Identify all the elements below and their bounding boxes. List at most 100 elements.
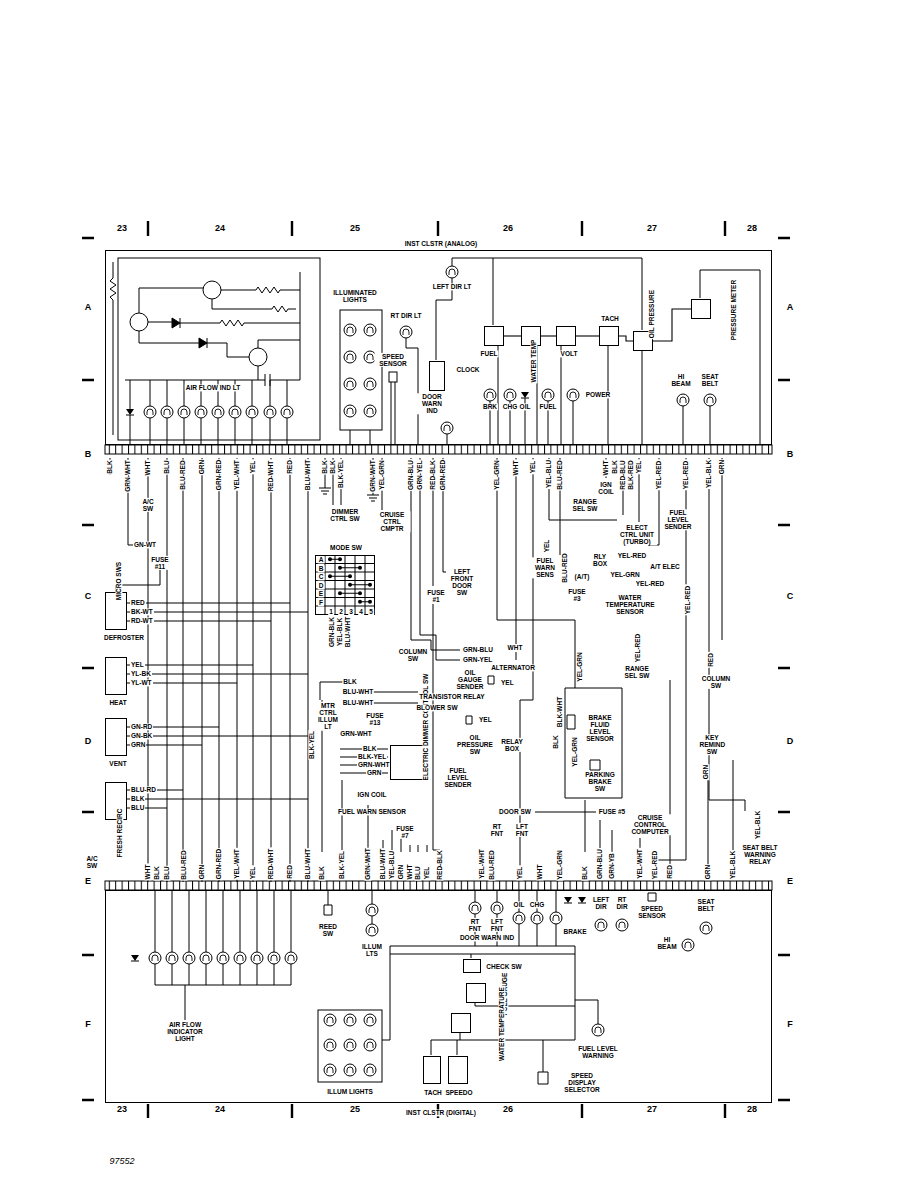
grid-reference: 23 [116,224,128,234]
component-label: BLK-YEL [357,753,387,760]
component-label: GRN-BLK [328,616,335,648]
mode-switch-contact [330,559,370,602]
component-label: SEAT BELT [697,373,724,387]
component-label: BLK-YEL [308,730,315,760]
wire-color-label: GRN [704,864,711,880]
bulb-symbol [217,952,229,964]
instrument-cluster: FUELWATER TEMPVOLTTACHOIL PRESSURECLOCKP… [105,250,772,445]
wire-color-label: BLU-RED [488,849,495,880]
dimmer-switch-box: ELECTRIC DIMMER CONTROL SW [390,745,425,780]
wire-color-label: YEL-GRN [493,459,500,490]
wire [319,458,745,881]
wire-color-label: GRN-BLU [407,459,414,491]
bulb-symbol [229,406,241,418]
component-label: YL-BK [130,670,152,677]
wire-color-label: RED [286,864,293,880]
instrument-cluster: CHECK SWFUEL GAUGEWATER TEMPERATURETACHS… [105,890,772,1103]
wire-color-label: BLU [414,865,421,880]
contact-dot [338,591,342,595]
wire-color-label: BLK [153,865,160,880]
circuit-outline [340,310,382,430]
wire-color-label: GRN [198,459,205,475]
component-label: RANGE SEL SW [569,498,601,512]
component-label: GN-BK [130,732,153,739]
table-cell: 4 [358,608,364,615]
component-label: BLU [130,804,145,811]
wire-color-label: YEL-BLU [388,850,395,880]
bulb-symbol [246,406,258,418]
bulb-symbol [183,952,195,964]
bulb-symbol [677,394,689,406]
wire-color-label: YEL [249,459,256,474]
bulb-symbol [616,919,628,931]
component-label: YEL-RED [617,552,648,559]
grid-reference: 24 [214,1105,226,1115]
component-label: YEL-BLK [754,810,761,840]
wire-color-label: GRN-RED [439,459,446,491]
component-name: SPEEDO [444,1089,473,1096]
diode-symbol [521,392,529,398]
component-name: HEAT [108,699,127,706]
bulb-symbol [366,904,378,916]
component-label: FUEL LEVEL SENDER [443,767,474,788]
table-cell: 3 [348,608,354,615]
bulb-symbol [281,406,293,418]
transistor-symbol [203,281,221,299]
wire [110,458,308,882]
table-cell: F [318,599,324,606]
grid-reference: B [84,450,93,460]
grid-reference: E [786,877,794,887]
bulb-symbol [446,266,458,278]
component-label: DOOR WARN IND [459,934,515,941]
contact-dot [358,566,362,570]
bulb-symbol [364,405,376,417]
grid-reference: 27 [646,224,658,234]
wire-color-label: YEL-GRN [556,849,563,880]
component-label: GRN [702,764,709,780]
circuit-wire [350,258,760,445]
bulb-symbol [592,1024,604,1036]
speed-sensor-symbol [389,372,397,382]
grid-reference: 25 [349,1105,361,1115]
bulb-symbol [234,952,246,964]
component-label: SPEED SENSOR [375,353,412,367]
bulb-symbol [364,324,376,336]
component-label: OIL [519,403,532,410]
component-label: LEFT DIR LT [432,283,473,290]
component-label: A/T ELEC [649,563,681,570]
mode-switch-grid [315,555,375,615]
component-label: YL-WT [130,679,153,686]
bulb-symbol [264,406,276,418]
bulb-symbol [364,1039,376,1051]
wire-color-label: BLU-WHT [304,848,311,880]
bulb-symbol [200,952,212,964]
harness-wires [110,458,745,882]
circuit-outline [118,258,320,440]
component-label: RT FNT [467,918,483,932]
wire-color-label: RED [286,459,293,475]
component-label: HI BEAM [656,936,679,950]
grid-reference: E [84,877,92,887]
grid-reference: 27 [646,1105,658,1115]
wire-color-label: BLK-YEL [337,459,344,489]
diode-symbol [131,955,139,961]
transistor-symbol [130,313,148,331]
grid-reference: C [84,592,93,602]
contact-dot [348,583,352,587]
air-flow-wire [130,380,287,445]
component-label: FUEL WARN SENSOR [337,808,407,815]
component-label: SPEED SENSOR [637,905,667,919]
bulb-symbol [366,924,378,936]
component-label: GRN [366,769,382,776]
bulb-symbol [441,422,453,434]
wire-color-label: YEL [516,865,523,880]
component-name: DEFROSTER [103,634,145,641]
grid-reference: 24 [214,224,226,234]
bulb-symbol [178,406,190,418]
wire-color-label: YEL [423,865,430,880]
wire-color-label: GRN-YEL [416,459,423,490]
grid-reference: A [786,303,795,313]
bulb-symbol [700,922,712,934]
gauge-box: FUEL GAUGE [466,983,486,1003]
component-name: TACH [600,315,620,322]
